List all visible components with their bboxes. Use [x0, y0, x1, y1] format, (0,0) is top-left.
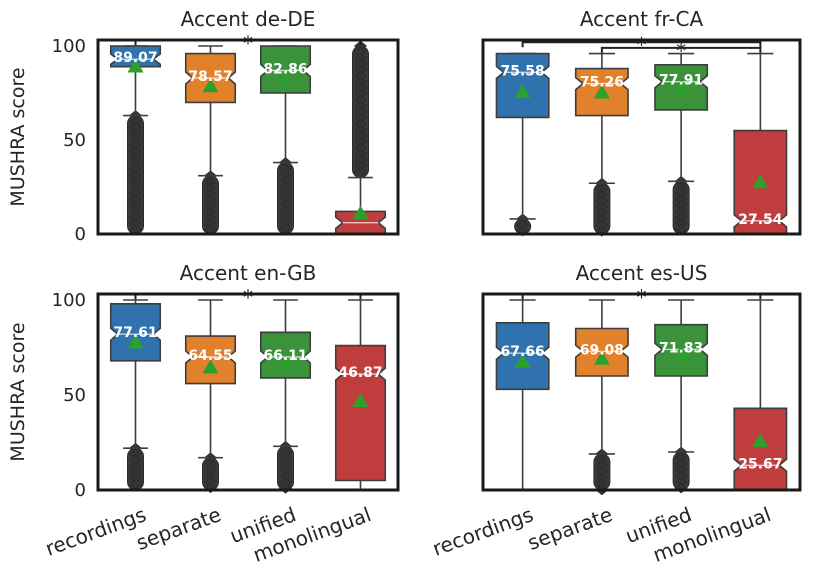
mean-marker: [514, 83, 531, 98]
axes-frame: [481, 292, 802, 492]
box-body: [733, 407, 788, 491]
box-recordings: 77.61: [109, 299, 162, 491]
box-body: [109, 45, 162, 68]
mean-value-label: 75.26: [580, 75, 624, 91]
mean-marker: [277, 356, 294, 371]
mean-value-label: 67.66: [500, 344, 544, 360]
box-separate: 69.08: [574, 299, 629, 496]
mean-value-label: 71.83: [659, 340, 703, 356]
box-monolingual: 46.87: [334, 299, 387, 491]
mean-value-label: 77.91: [659, 73, 703, 89]
mean-marker: [514, 353, 531, 368]
y-tick-label: 100: [52, 36, 86, 57]
significance-bracket: [521, 41, 762, 48]
y-tick-label: 0: [75, 224, 86, 245]
mean-marker: [352, 392, 369, 407]
mean-value-label: 64.55: [188, 348, 232, 364]
box-body: [334, 344, 387, 482]
axes-frame: [96, 38, 400, 236]
outlier-point: [354, 166, 367, 178]
mean-marker: [277, 70, 294, 85]
box-recordings: 67.66: [495, 299, 550, 491]
significance-star: *: [243, 31, 253, 55]
mean-marker: [352, 205, 369, 220]
mean-marker: [202, 78, 219, 93]
significance-star: *: [637, 285, 647, 309]
box-monolingual: 27.54: [733, 52, 788, 235]
outlier-point: [279, 223, 292, 234]
axes-frame: [96, 292, 400, 492]
mean-value-label: 69.08: [580, 342, 624, 358]
mean-marker: [593, 84, 610, 99]
mean-marker: [673, 345, 690, 360]
box-body: [109, 303, 162, 362]
box-unified: 66.11: [259, 299, 312, 494]
mean-marker: [593, 350, 610, 365]
significance-bracket: [600, 46, 762, 53]
y-axis-label: MUSHRA score: [7, 67, 29, 206]
significance-star: *: [676, 39, 686, 63]
subplot-title: Accent en-GB: [180, 261, 317, 285]
box-body: [259, 45, 312, 94]
mean-marker: [127, 58, 144, 73]
box-unified: 77.91: [654, 52, 709, 235]
mean-marker: [752, 174, 769, 189]
box-recordings: 89.07: [109, 45, 162, 235]
box-separate: 78.57: [184, 45, 237, 236]
box-unified: 82.86: [259, 45, 312, 235]
mean-marker: [752, 433, 769, 448]
mean-value-label: 82.86: [263, 61, 307, 77]
axes-frame: [481, 38, 802, 236]
subplot-title: Accent de-DE: [181, 7, 316, 31]
subplot-1: Accent fr-CA 75.58 75.26 77.91 27.54 * *: [481, 7, 802, 237]
subplot-title: Accent es-US: [576, 261, 708, 285]
mean-value-label: 25.67: [738, 456, 782, 472]
y-tick-label: 50: [63, 385, 86, 406]
mean-value-label: 46.87: [338, 365, 382, 381]
y-tick-label: 100: [52, 290, 86, 311]
mean-value-label: 27.54: [738, 212, 783, 228]
subplot-3: Accent es-US 67.66 69.08 71.83 25.67 * recordi…: [429, 261, 802, 567]
mean-value-label: 75.58: [500, 63, 544, 79]
x-tick-label: separate: [133, 502, 224, 555]
y-tick-label: 0: [75, 480, 86, 501]
mean-value-label: 89.07: [113, 50, 157, 66]
box-unified: 71.83: [654, 299, 709, 494]
box-body: [259, 331, 312, 379]
mean-marker: [127, 334, 144, 349]
box-monolingual: [334, 40, 387, 235]
significance-star: *: [243, 285, 253, 309]
mean-value-label: 66.11: [263, 348, 307, 364]
y-tick-label: 50: [63, 130, 86, 151]
x-tick-label: recordings: [429, 502, 536, 561]
x-tick-label: separate: [524, 502, 615, 555]
mean-value-label: 78.57: [188, 69, 232, 85]
mean-value-label: 77.61: [113, 325, 157, 341]
significance-star: *: [637, 33, 647, 57]
outlier-point: [129, 478, 142, 490]
box-recordings: 75.58: [495, 52, 550, 237]
subplot-title: Accent fr-CA: [580, 7, 704, 31]
mean-marker: [673, 79, 690, 94]
y-axis-label: MUSHRA score: [7, 322, 29, 461]
mean-marker: [202, 359, 219, 374]
box-monolingual: 25.67: [733, 299, 788, 491]
box-separate: 64.55: [184, 299, 237, 494]
box-separate: 75.26: [574, 52, 629, 237]
